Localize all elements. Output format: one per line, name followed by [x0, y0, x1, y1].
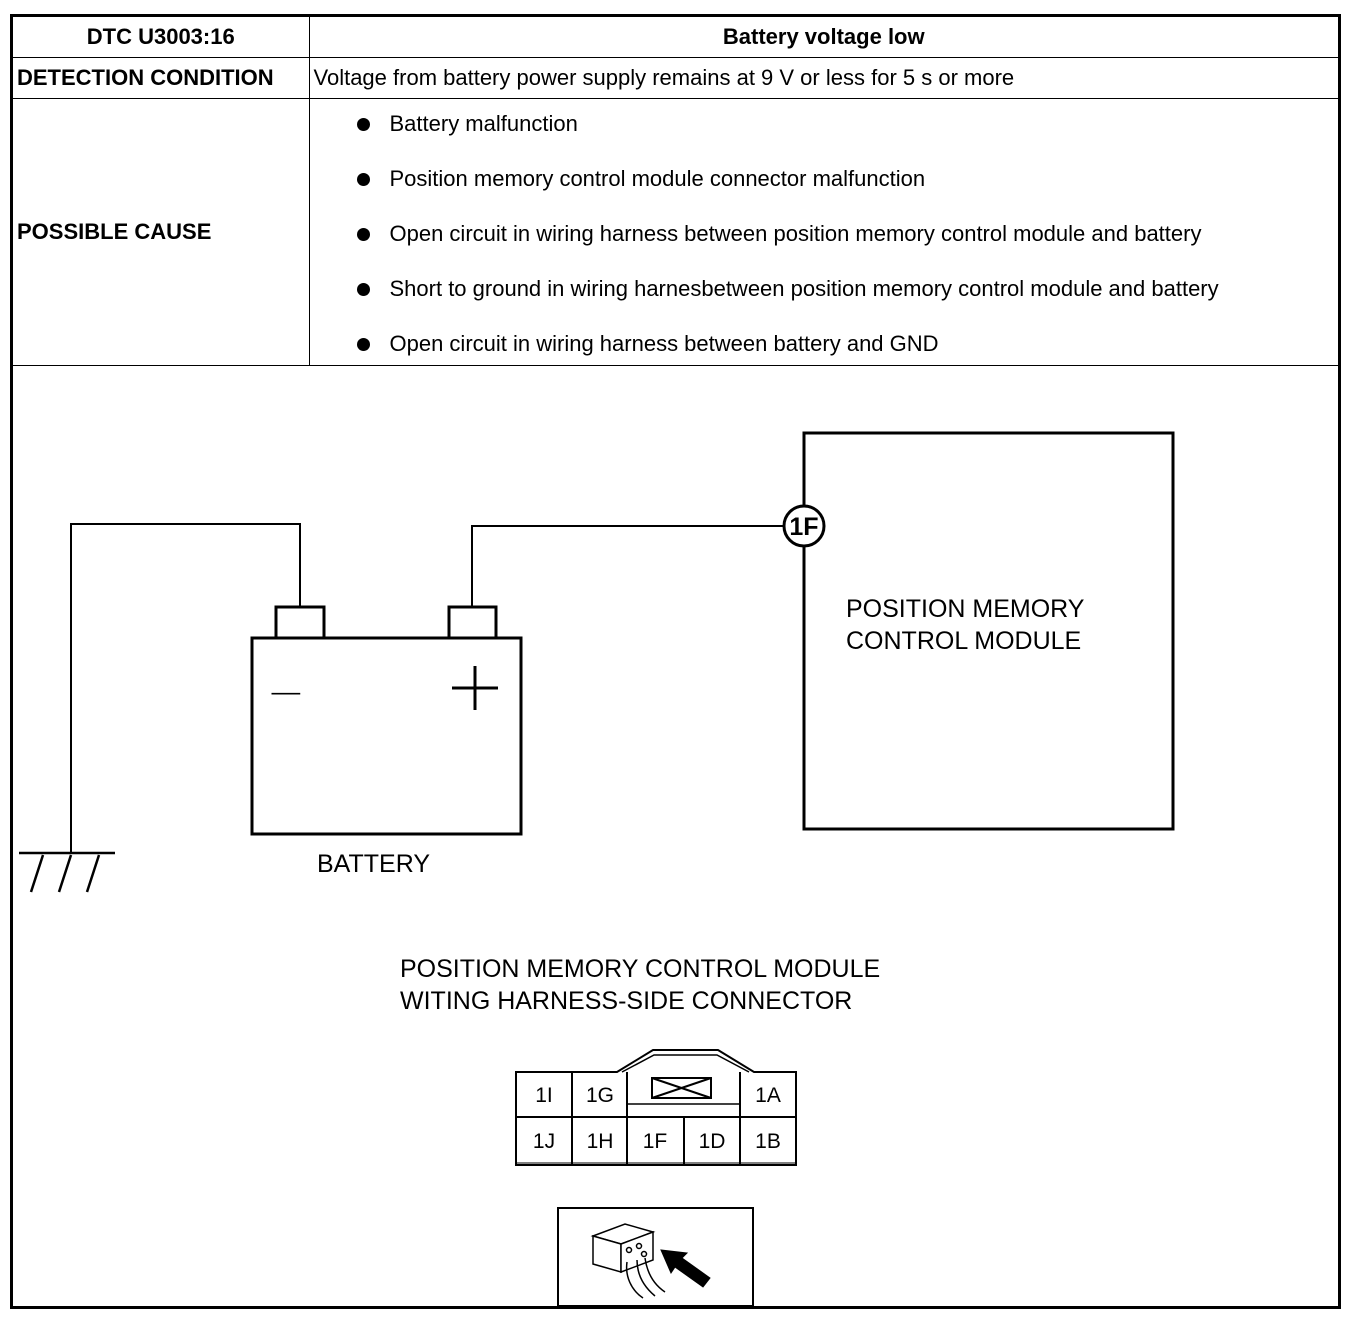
pin-1a: 1A	[755, 1084, 781, 1107]
list-item: Open circuit in wiring harness between b…	[310, 329, 1339, 359]
module-box	[802, 431, 1175, 831]
blank-cavity-icon	[651, 1077, 712, 1099]
detection-row: DETECTION CONDITION Voltage from battery…	[13, 57, 1338, 99]
pin-1b: 1B	[755, 1130, 781, 1153]
battery-plus-icon	[452, 666, 498, 710]
detection-label: DETECTION CONDITION	[13, 57, 310, 99]
arrow-icon	[660, 1249, 711, 1288]
connector-face	[515, 1049, 797, 1166]
pin-1g: 1G	[586, 1084, 614, 1107]
cause-list: Battery malfunction Position memory cont…	[310, 109, 1339, 359]
pin-1d: 1D	[699, 1130, 726, 1153]
dtc-table: DTC U3003:16 Battery voltage low DETECTI…	[13, 17, 1338, 366]
ground-icon	[19, 851, 115, 893]
wiring-diagram: — BATTERY POSITION MEMORY CONTROL MODULE…	[19, 431, 1175, 1306]
battery-icon	[250, 605, 523, 836]
battery-minus-sign: —	[272, 678, 301, 706]
list-item: Short to ground in wiring harnesbetween …	[310, 274, 1339, 304]
cause-row: POSSIBLE CAUSE Battery malfunction Posit…	[13, 98, 1339, 366]
cause-label: POSSIBLE CAUSE	[13, 98, 310, 366]
dtc-code: DTC U3003:16	[13, 17, 310, 58]
ground-wire	[70, 523, 301, 852]
module-label-line1: POSITION MEMORY	[846, 595, 1085, 623]
pin-1i: 1I	[535, 1084, 553, 1107]
header-row: DTC U3003:16 Battery voltage low	[13, 17, 1338, 58]
pin-1j: 1J	[533, 1130, 555, 1153]
list-item: Position memory control module connector…	[310, 164, 1339, 194]
detection-text: Voltage from battery power supply remain…	[308, 57, 1338, 99]
connector-title-line2: WITING HARNESS-SIDE CONNECTOR	[400, 987, 852, 1015]
pin-1h: 1H	[587, 1130, 614, 1153]
connector-view-icon	[590, 1223, 666, 1299]
list-item: Open circuit in wiring harness between p…	[310, 219, 1339, 249]
dtc-sheet: DTC U3003:16 Battery voltage low DETECTI…	[10, 14, 1341, 1309]
terminal-marker	[782, 504, 826, 548]
cause-list-cell: Battery malfunction Position memory cont…	[308, 98, 1339, 366]
terminal-label: 1F	[789, 513, 818, 541]
module-label-line2: CONTROL MODULE	[846, 627, 1081, 655]
dtc-title: Battery voltage low	[308, 17, 1338, 58]
positive-wire	[471, 525, 784, 607]
battery-label: BATTERY	[317, 850, 430, 878]
connector-title-line1: POSITION MEMORY CONTROL MODULE	[400, 955, 880, 983]
view-icon-frame	[557, 1207, 754, 1306]
pin-1f: 1F	[643, 1130, 668, 1153]
list-item: Battery malfunction	[310, 109, 1339, 139]
